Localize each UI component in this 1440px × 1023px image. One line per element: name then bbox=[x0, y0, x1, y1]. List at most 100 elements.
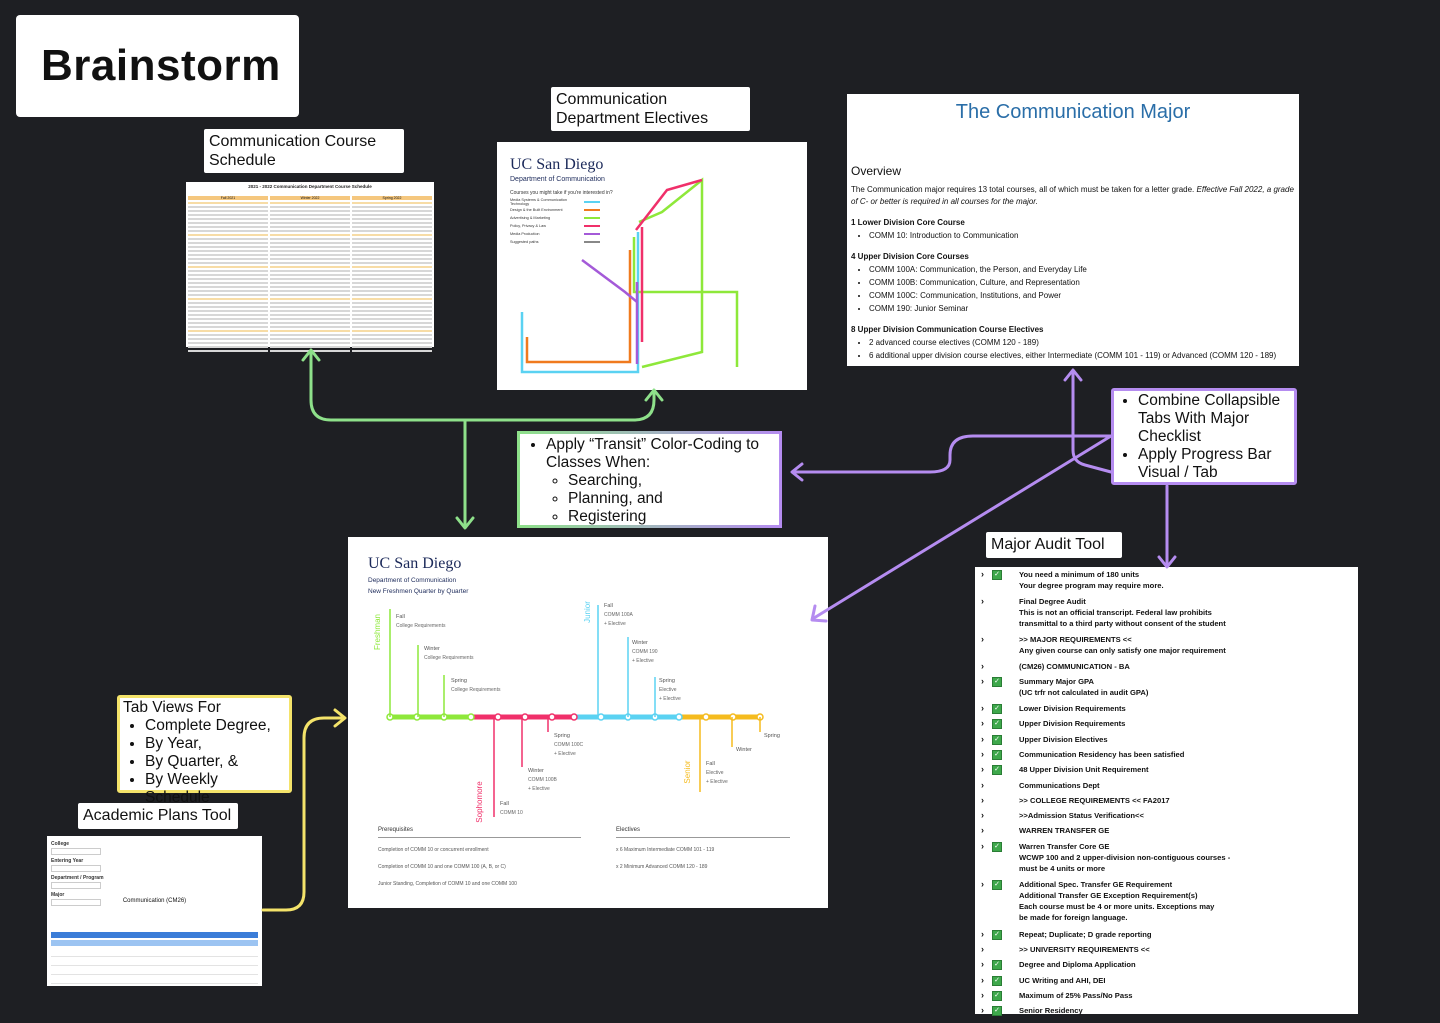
check-icon: ✓ bbox=[992, 880, 1002, 890]
audit-row-line: Each course must be 4 or more units. Exc… bbox=[1019, 902, 1215, 911]
electives-map[interactable]: UC San Diego Department of Communication… bbox=[497, 142, 807, 390]
schedule-row bbox=[188, 234, 268, 236]
chevron-right-icon[interactable]: › bbox=[981, 959, 984, 970]
schedule-row bbox=[270, 286, 350, 288]
check-icon: ✓ bbox=[992, 749, 1002, 760]
schedule-row bbox=[352, 278, 432, 280]
transit-note-intro: Apply “Transit” Color-Coding to Classes … bbox=[546, 436, 760, 471]
schedule-row bbox=[270, 326, 350, 328]
audit-row-text: Degree and Diploma Application bbox=[1019, 959, 1349, 970]
timeline-stop bbox=[597, 713, 605, 721]
timeline-stop bbox=[467, 713, 475, 721]
timeline-stop bbox=[521, 713, 529, 721]
schedule-row bbox=[270, 230, 350, 232]
year-label: Senior bbox=[683, 760, 692, 783]
schedule-row bbox=[188, 326, 268, 328]
schedule-row bbox=[188, 246, 268, 248]
schedule-row bbox=[352, 346, 432, 348]
timeline-graphic: FreshmanSophomoreJuniorSeniorFallCollege… bbox=[373, 601, 780, 823]
major-document[interactable]: The Communication Major Overview The Com… bbox=[847, 94, 1299, 366]
plans-table-header bbox=[51, 932, 258, 938]
schedule-column-title: Winter 2022 bbox=[300, 196, 320, 200]
chevron-right-icon[interactable]: › bbox=[981, 990, 984, 1000]
chevron-right-icon[interactable]: › bbox=[981, 595, 984, 606]
schedule-row bbox=[352, 234, 432, 236]
schedule-row bbox=[270, 302, 350, 304]
legend-label: Advertising & Marketing bbox=[510, 216, 551, 220]
schedule-row bbox=[188, 242, 268, 244]
schedule-row bbox=[352, 210, 432, 212]
schedule-row bbox=[352, 338, 432, 340]
audit-row-text: WARREN TRANSFER GE bbox=[1019, 825, 1349, 836]
schedule-row bbox=[270, 346, 350, 348]
chevron-right-icon[interactable]: › bbox=[981, 1005, 984, 1016]
chevron-right-icon[interactable]: › bbox=[981, 569, 984, 579]
schedule-row bbox=[188, 230, 268, 232]
chevron-right-icon[interactable]: › bbox=[981, 660, 984, 671]
schedule-row bbox=[188, 210, 268, 212]
schedule-row bbox=[352, 314, 432, 316]
schedule-row bbox=[352, 286, 432, 288]
quarter-timeline[interactable]: UC San Diego Department of Communication… bbox=[348, 537, 828, 908]
major-section-item: COMM 100A: Communication, the Person, an… bbox=[869, 263, 1299, 276]
green-arrow-timeline bbox=[455, 516, 475, 530]
schedule-row bbox=[352, 322, 432, 324]
major-overview: Overview bbox=[851, 164, 902, 178]
chevron-right-icon[interactable]: › bbox=[981, 764, 984, 775]
plans-field-input[interactable] bbox=[51, 899, 101, 906]
chevron-right-icon[interactable]: › bbox=[981, 928, 984, 939]
chevron-right-icon[interactable]: › bbox=[981, 794, 984, 805]
schedule-row bbox=[188, 310, 268, 312]
audit-row-line: >>Admission Status Verification<< bbox=[1019, 811, 1144, 821]
purple-arrow-audit bbox=[1157, 555, 1177, 569]
plans-field-input[interactable] bbox=[51, 865, 101, 872]
legend-item: Media Systems & Communication Technology bbox=[510, 198, 600, 206]
schedule-row bbox=[352, 310, 432, 312]
timeline-stop bbox=[570, 713, 578, 721]
schedule-row bbox=[352, 330, 432, 332]
audit-row-line: (CM26) COMMUNICATION - BA bbox=[1019, 661, 1130, 671]
audit-row-line: Upper Division Electives bbox=[1019, 734, 1108, 744]
legend-item: Suggested paths bbox=[510, 238, 600, 246]
legend-label: Design & the Built Environment bbox=[510, 208, 563, 212]
chevron-right-icon[interactable]: › bbox=[981, 703, 984, 713]
schedule-thumbnail[interactable]: 2021 - 2022 Communication Department Cou… bbox=[186, 182, 434, 352]
transit-note: Apply “Transit” Color-Coding to Classes … bbox=[517, 431, 782, 528]
chevron-right-icon[interactable]: › bbox=[981, 974, 984, 985]
board-title: Brainstorm bbox=[41, 41, 281, 90]
chevron-right-icon[interactable]: › bbox=[981, 944, 984, 955]
plans-table-row bbox=[51, 966, 258, 975]
plans-label: Academic Plans Tool bbox=[78, 803, 238, 829]
chevron-right-icon[interactable]: › bbox=[981, 733, 984, 744]
timeline-brand: UC San Diego bbox=[368, 555, 462, 572]
tabs-note-item: Complete Degree, bbox=[145, 717, 286, 735]
chevron-right-icon[interactable]: › bbox=[981, 748, 984, 759]
schedule-row bbox=[352, 266, 432, 268]
chevron-right-icon[interactable]: › bbox=[981, 779, 984, 790]
plans-field-input[interactable] bbox=[51, 882, 101, 889]
timeline-sub: New Freshmen Quarter by Quarter bbox=[368, 588, 469, 595]
chevron-right-icon[interactable]: › bbox=[981, 810, 984, 821]
quarter-name: Fall bbox=[396, 614, 405, 620]
schedule-row bbox=[270, 318, 350, 320]
audit-row-text: Repeat; Duplicate; D grade reporting bbox=[1019, 929, 1349, 940]
legend-item: Media Production bbox=[510, 230, 600, 238]
prereq-item: Junior Standing, Completion of COMM 10 a… bbox=[378, 881, 517, 887]
chevron-right-icon[interactable]: › bbox=[981, 879, 984, 889]
chevron-right-icon[interactable]: › bbox=[981, 840, 984, 851]
schedule-row bbox=[270, 214, 350, 216]
schedule-row bbox=[352, 274, 432, 276]
plans-heading: Communication (CM26) bbox=[122, 898, 187, 904]
chevron-right-icon[interactable]: › bbox=[981, 676, 984, 687]
plans-field-label: College bbox=[51, 841, 70, 847]
legend-label: Media Systems & Communication Technology bbox=[510, 198, 567, 206]
chevron-right-icon[interactable]: › bbox=[981, 825, 984, 836]
chevron-right-icon[interactable]: › bbox=[981, 718, 984, 729]
plans-field-label: Department / Program bbox=[51, 875, 104, 881]
chevron-right-icon[interactable]: › bbox=[981, 634, 984, 645]
plans-field-input[interactable] bbox=[51, 848, 101, 855]
plans-field-label: Entering Year bbox=[51, 858, 84, 864]
purple-arrow-note bbox=[790, 462, 804, 482]
